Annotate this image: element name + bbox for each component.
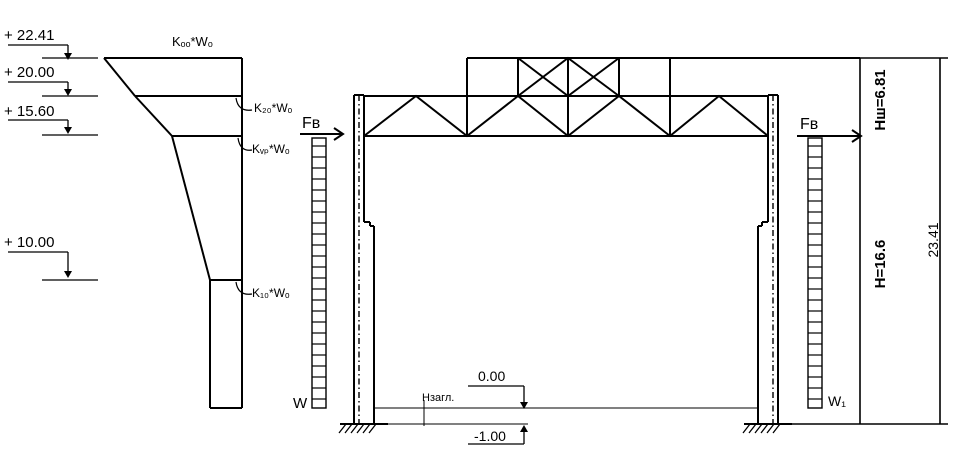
ground-hatch [766,423,775,434]
right-wind-load: W₁ Fв [797,116,863,409]
elevation-marker-4: + 10.00 [4,234,98,281]
ground-hatch [368,423,377,434]
left-pressure-label: W [293,395,308,412]
right-column [742,94,792,434]
elevation-label-22-41: + 22.41 [4,27,54,44]
ground-levels: 0.00 -1.00 Hзагл. [374,368,758,445]
ground-hatch [338,423,347,434]
dimension-h-label: Н=16.6 [872,240,889,289]
right-force-label: Fв [800,116,818,133]
ground-hatch [772,423,781,434]
elevation-marker-2: + 20.00 [4,64,98,97]
wind-label-15: Kᵥₚ*Wₒ [252,142,290,156]
ground-hatch [356,423,365,434]
right-pressure-label: W₁ [828,393,846,409]
ground-hatch [748,423,757,434]
elevation-markers: + 22.41 + 20.00 + 15.60 + 10.00 [4,27,98,281]
wind-label-top: Kₒₒ*Wₒ [172,34,213,49]
left-force-label: Fв [302,115,320,132]
elevation-marker-3: + 15.60 [4,103,98,136]
foundation-depth-label: Hзагл. [422,392,454,404]
wind-label-10: K₁₀*Wₒ [252,286,290,300]
elevation-label-20-00: + 20.00 [4,64,54,81]
ground-hatch [754,423,763,434]
left-column [338,94,388,434]
left-wind-load: W Fв [293,115,345,412]
level-zero-label: 0.00 [478,368,505,384]
ground-hatch [344,423,353,434]
ground-hatch [742,423,751,434]
elevation-label-15-60: + 15.60 [4,103,54,120]
wind-pressure-diagram: Kₒₒ*Wₒ K₂₀*Wₒ Kᵥₚ*Wₒ K₁₀*Wₒ [103,34,293,409]
level-minus-one-label: -1.00 [474,428,506,444]
elevation-label-10-00: + 10.00 [4,234,54,251]
elevation-marker-1: + 22.41 [4,27,98,60]
ground-hatch [760,423,769,434]
ground-hatch [362,423,371,434]
ground-hatch [350,423,359,434]
wind-label-20: K₂₀*Wₒ [254,101,293,115]
roof-lantern [466,56,860,98]
dimension-total-label: 23.41 [925,222,941,257]
dimension-hsh-label: Нш=6.81 [872,69,889,130]
roof-truss [363,94,769,138]
dimension-lines: Нш=6.81 Н=16.6 23.41 [792,57,948,425]
